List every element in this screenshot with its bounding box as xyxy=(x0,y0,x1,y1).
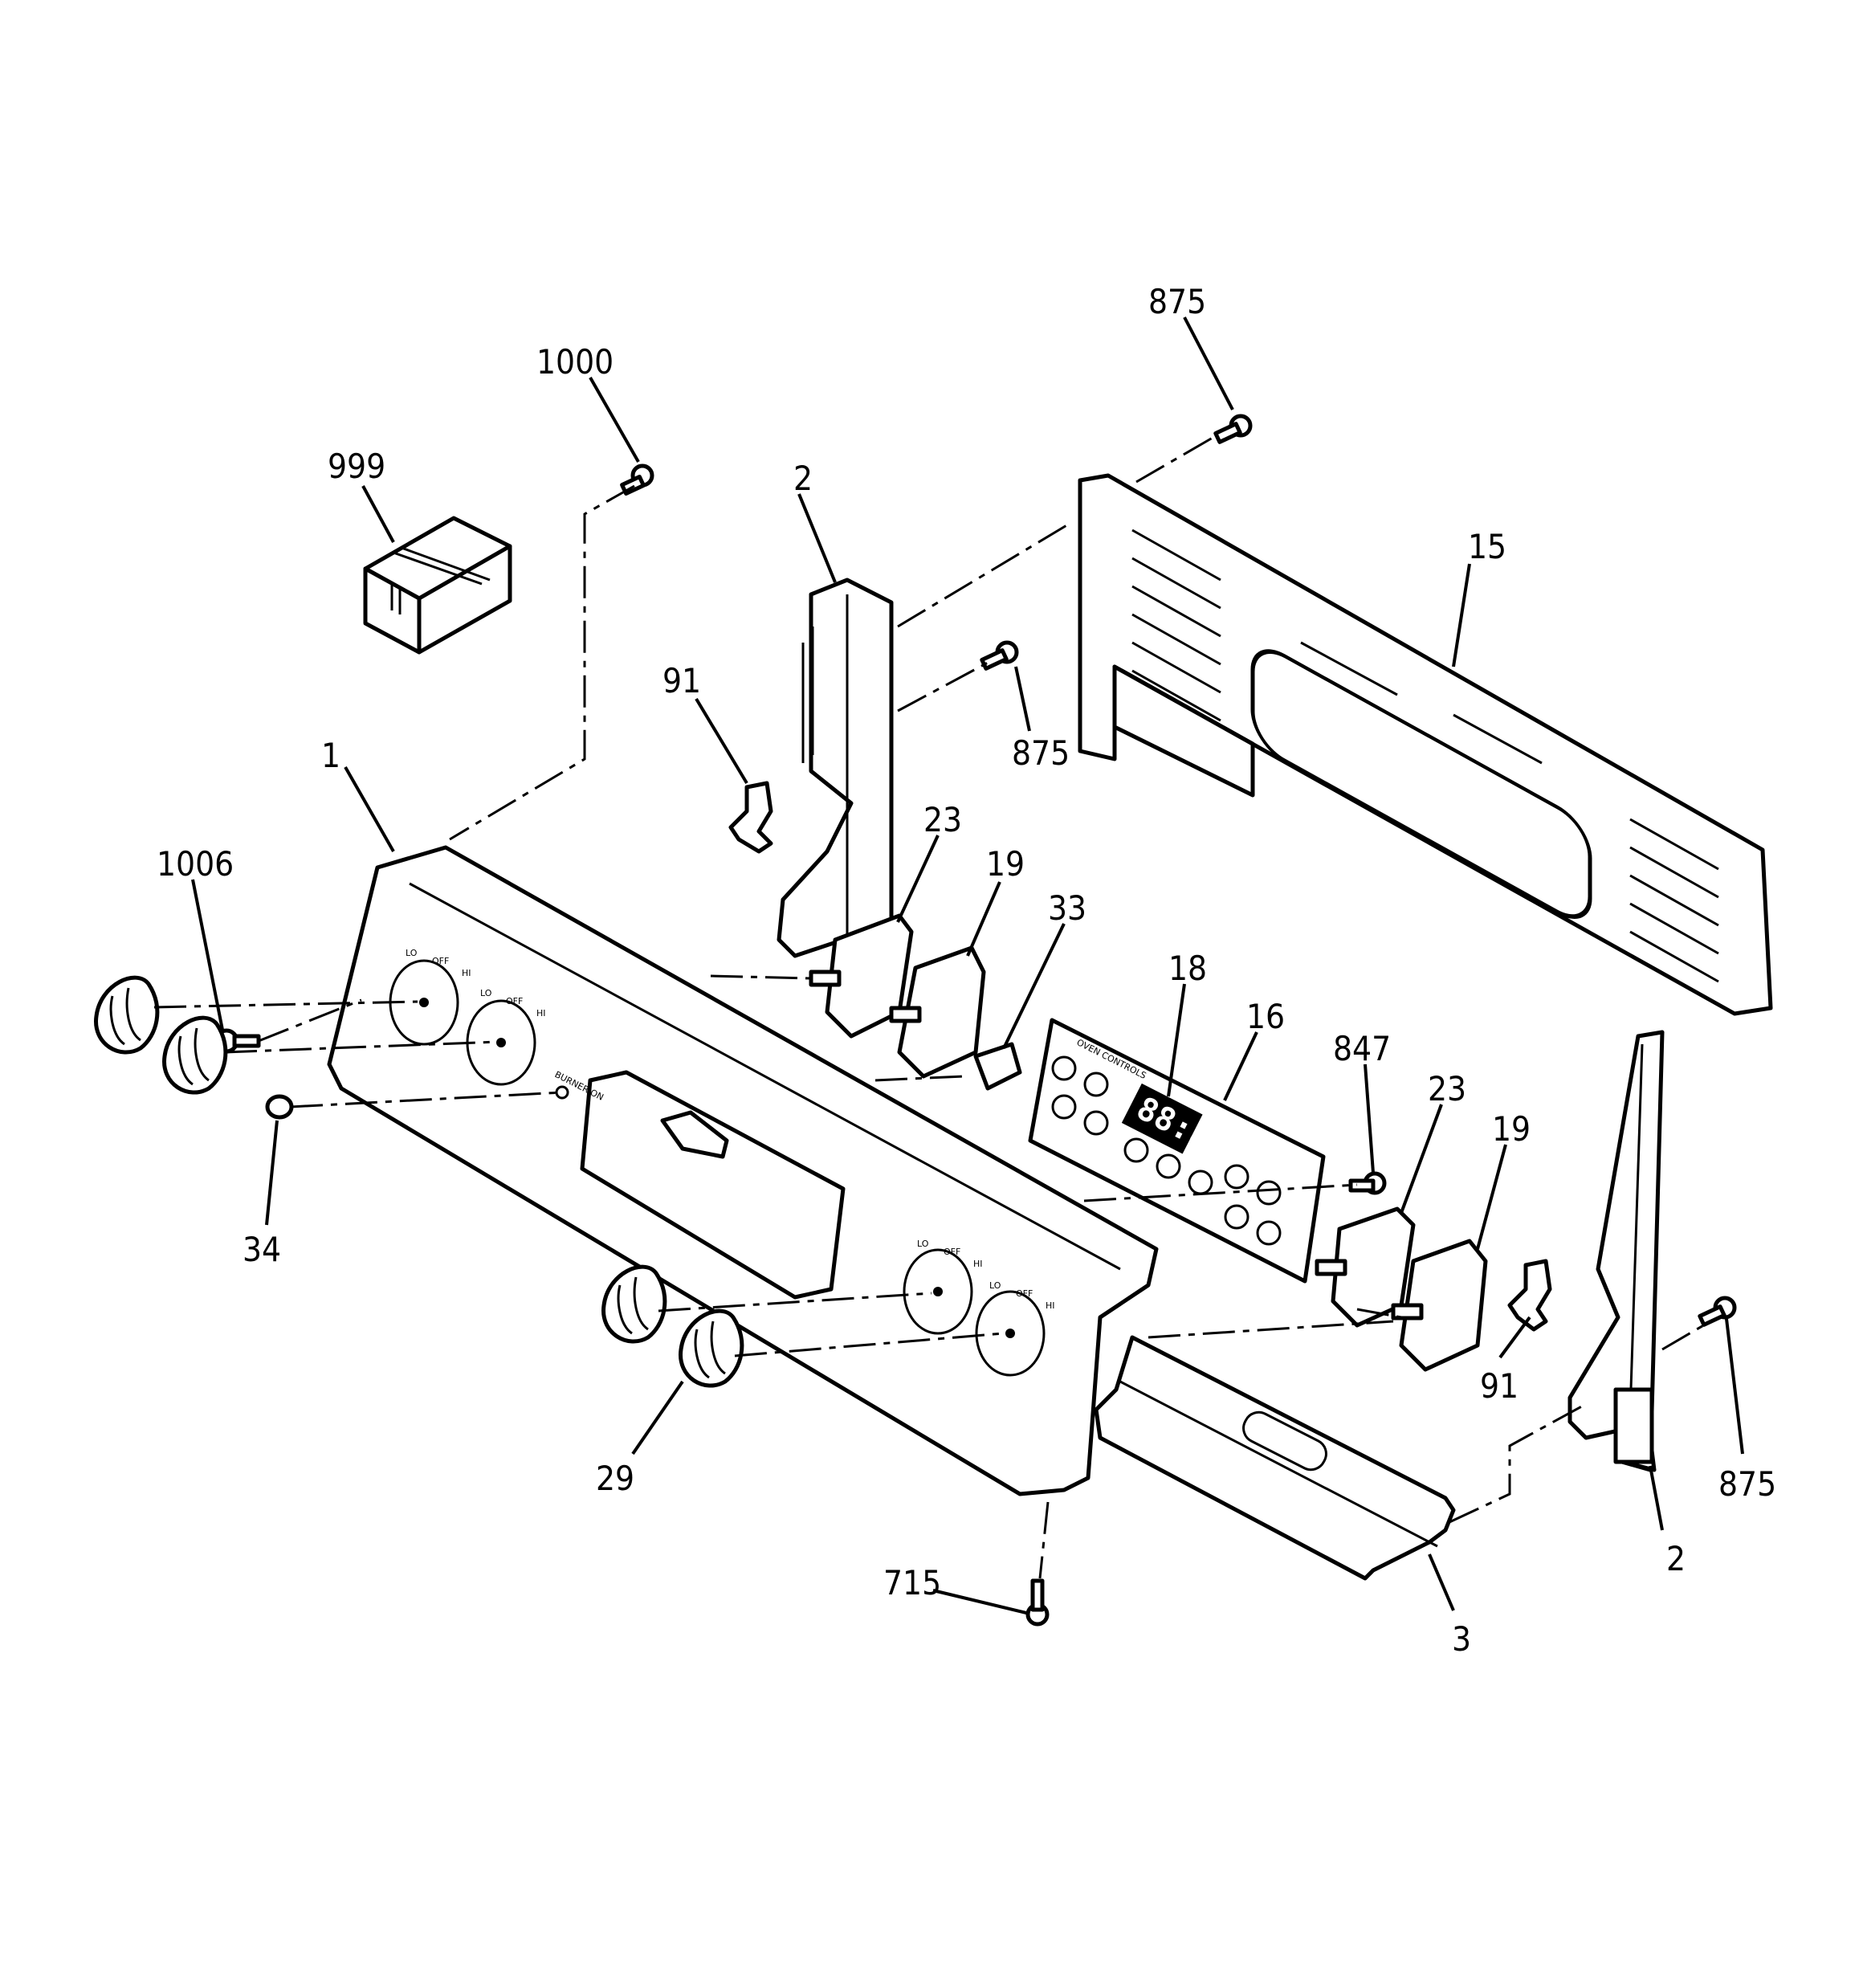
callout-23-left: 23 xyxy=(923,800,962,839)
screw-875-right xyxy=(1698,1296,1737,1327)
svg-text:OFF: OFF xyxy=(1016,1288,1033,1299)
callout-1: 1 xyxy=(321,736,340,775)
rear-panel-vent-slots-left xyxy=(1131,529,1221,722)
clip-right xyxy=(1507,1259,1552,1332)
callout-23-right: 23 xyxy=(1428,1069,1466,1108)
svg-text:OFF: OFF xyxy=(944,1247,960,1257)
callout-29: 29 xyxy=(596,1459,634,1498)
knob-4 xyxy=(679,1308,744,1388)
screw-715 xyxy=(1025,1578,1050,1627)
svg-text:HI: HI xyxy=(536,1008,546,1018)
svg-text:LO: LO xyxy=(917,1239,929,1249)
callout-999: 999 xyxy=(328,447,385,486)
svg-text:LO: LO xyxy=(406,948,418,958)
svg-text:LO: LO xyxy=(480,988,492,998)
knob-dial-4: OFF LO HI xyxy=(975,1280,1055,1377)
callout-91-right: 91 xyxy=(1480,1366,1519,1406)
bottom-trim xyxy=(1094,1335,1456,1581)
infinite-switch-19-left xyxy=(889,945,986,1079)
clock-display xyxy=(1121,1083,1203,1154)
callout-2-right-bracket: 2 xyxy=(1666,1539,1686,1578)
screw-875-top xyxy=(1213,414,1253,444)
electronic-control-board: 88:88 OVEN CONTROLS xyxy=(1028,1018,1326,1284)
callout-34: 34 xyxy=(243,1230,281,1269)
svg-text:OFF: OFF xyxy=(432,956,449,966)
knob-1 xyxy=(94,975,160,1055)
svg-text:LO: LO xyxy=(989,1280,1001,1291)
callout-715: 715 xyxy=(883,1563,941,1602)
callout-15: 15 xyxy=(1468,527,1506,566)
infinite-switch-19-right xyxy=(1391,1239,1488,1372)
callout-847: 847 xyxy=(1333,1029,1391,1068)
callout-19-left: 19 xyxy=(986,844,1025,884)
leader-lines xyxy=(191,316,1744,1614)
callout-3: 3 xyxy=(1452,1619,1471,1659)
knob-2 xyxy=(162,1015,228,1095)
callout-91-left: 91 xyxy=(662,661,701,700)
control-panel: OFF LO HI OFF LO HI BURNER ON OFF LO HI … xyxy=(327,845,1159,1496)
svg-text:HI: HI xyxy=(1046,1300,1055,1311)
callout-875-bracket: 875 xyxy=(1012,733,1070,773)
rear-panel xyxy=(1078,473,1773,1016)
callout-1006: 1006 xyxy=(157,844,234,884)
end-cap-bracket-left xyxy=(777,578,894,958)
knob-3 xyxy=(601,1264,667,1344)
callout-2-left-bracket: 2 xyxy=(793,459,813,498)
screw-847 xyxy=(1348,1171,1387,1195)
callout-33: 33 xyxy=(1048,888,1086,928)
callout-1000: 1000 xyxy=(536,342,614,382)
knob-dial-3: OFF LO HI xyxy=(903,1239,983,1335)
callout-18: 18 xyxy=(1168,949,1207,988)
callout-875-top: 875 xyxy=(1148,282,1206,321)
indicator-light-34 xyxy=(265,1094,294,1120)
screw-875-bracket xyxy=(980,640,1019,671)
callout-19-right: 19 xyxy=(1492,1109,1531,1149)
rear-panel-vent-slots-right xyxy=(1629,818,1719,983)
end-cap-bracket-right xyxy=(1567,1030,1665,1472)
svg-text:HI: HI xyxy=(973,1259,983,1269)
callout-16: 16 xyxy=(1246,997,1285,1036)
callout-875-right: 875 xyxy=(1718,1464,1776,1504)
callout-labels: 875 1000 999 2 15 91 875 1 23 1006 19 33… xyxy=(157,282,1776,1659)
rocker-switch-33 xyxy=(973,1042,1022,1091)
parts-carton xyxy=(363,516,512,655)
svg-text:OFF: OFF xyxy=(506,996,523,1006)
clip-left xyxy=(728,781,773,854)
assembly-lines xyxy=(153,436,1711,1579)
svg-text:HI: HI xyxy=(462,968,471,978)
